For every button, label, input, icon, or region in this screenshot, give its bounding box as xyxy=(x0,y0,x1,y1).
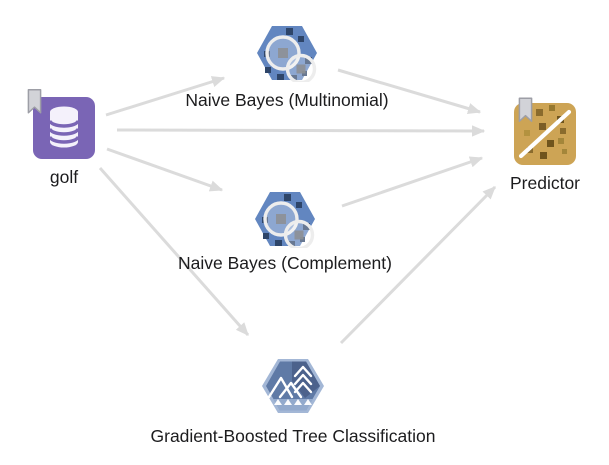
node-label-golf: golf xyxy=(49,167,79,187)
naive-bayes-icon xyxy=(254,190,316,248)
bookmark-icon xyxy=(518,97,533,123)
edge-golf-to-naive-bayes-multinomial xyxy=(105,76,226,117)
node-golf[interactable]: golf xyxy=(33,97,95,187)
gradient-boosted-trees-icon xyxy=(261,355,325,417)
edge-naive-bayes-complement-to-predictor xyxy=(341,156,484,208)
node-label-predictor: Predictor xyxy=(509,173,581,193)
edge-golf-to-gradient-boosted-tree xyxy=(98,167,250,336)
edge-naive-bayes-multinomial-to-predictor xyxy=(337,68,482,115)
bookmark-icon xyxy=(27,88,42,115)
node-label-gradient-boosted-tree: Gradient-Boosted Tree Classification xyxy=(150,426,436,446)
node-label-naive-bayes-complement: Naive Bayes (Complement) xyxy=(178,253,392,273)
node-label-naive-bayes-multinomial: Naive Bayes (Multinomial) xyxy=(185,90,389,110)
edge-golf-to-naive-bayes-complement xyxy=(106,147,224,192)
edge-gradient-boosted-tree-to-predictor xyxy=(339,185,497,345)
edge-golf-to-predictor xyxy=(116,125,486,137)
naive-bayes-icon xyxy=(256,24,318,82)
node-naive-bayes-multinomial[interactable]: Naive Bayes (Multinomial) xyxy=(185,24,389,110)
database-icon xyxy=(33,97,95,159)
node-naive-bayes-complement[interactable]: Naive Bayes (Complement) xyxy=(178,190,392,273)
node-predictor[interactable]: Predictor xyxy=(510,103,580,193)
node-gradient-boosted-tree[interactable]: Gradient-Boosted Tree Classification xyxy=(151,355,436,446)
